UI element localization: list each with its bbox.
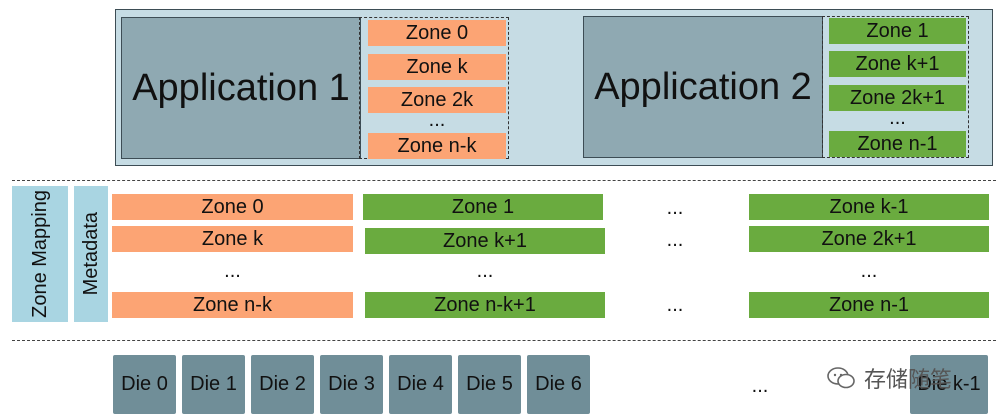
die-label: Die k-1 (917, 373, 981, 395)
app2-zone: Zone n-1 (829, 131, 966, 157)
watermark-text: 存储随笔 (864, 367, 953, 392)
die-label: Die 5 (466, 373, 513, 395)
mapping-zone-label: Zone 2k+1 (821, 227, 917, 250)
app2-zone: Zone k+1 (829, 51, 966, 77)
mapping-zone-label: Zone 0 (201, 195, 264, 218)
mapping-zone-bar: Zone n-k+1 (365, 292, 605, 318)
application-2-zone-group (822, 16, 969, 158)
mapping-ellipsis: ... (112, 259, 353, 283)
mapping-ellipsis-label: ... (224, 259, 241, 282)
mapping-zone-bar: Zone k (112, 226, 353, 252)
separator-line (12, 340, 996, 341)
mapping-zone-label: Zone k-1 (829, 195, 909, 218)
zone-mapping-label: Zone Mapping (29, 190, 51, 318)
mapping-ellipsis: ... (365, 259, 605, 283)
app1-zone-label: Zone 0 (405, 21, 469, 44)
mapping-zone-label: Zone n-1 (828, 293, 910, 316)
die-box: Die 4 (389, 355, 452, 414)
application-1-box: Application 1 (121, 17, 361, 159)
mapping-zone-bar: Zone n-1 (749, 292, 989, 318)
mapping-ellipsis: ... (640, 228, 710, 252)
watermark: 存储随笔 (826, 363, 982, 393)
mapping-zone-bar: Zone k+1 (365, 228, 605, 254)
mapping-zone-label: Zone 1 (451, 195, 515, 218)
app1-zone: Zone 2k (368, 87, 506, 113)
mapping-zone-bar: Zone 2k+1 (749, 226, 989, 252)
die-label: Die 4 (397, 373, 444, 395)
mapping-zone-label: Zone k+1 (443, 229, 527, 252)
app2-zone-ellipsis: ... (829, 106, 966, 130)
wechat-icon (827, 367, 855, 389)
app1-zone: Zone n-k (368, 133, 506, 159)
app2-zone: Zone 2k+1 (829, 85, 966, 111)
application-2-box: Application 2 (583, 16, 823, 158)
mapping-zone-bar: Zone 1 (363, 194, 603, 220)
mapping-ellipsis-label: ... (666, 293, 684, 316)
die-box: Die 1 (182, 355, 245, 414)
mapping-zone-bar: Zone 0 (112, 194, 353, 220)
app2-zone-label: Zone n-1 (857, 132, 938, 155)
die-box: Die 5 (458, 355, 521, 414)
mapping-ellipsis-label: ... (666, 228, 684, 251)
mapping-ellipsis-label: ... (476, 259, 494, 282)
separator-line (12, 180, 996, 181)
app2-zone-label: Zone k+1 (855, 52, 940, 75)
mapping-ellipsis: ... (749, 259, 989, 283)
application-1-title: Application 1 (132, 66, 350, 109)
zone-mapping-label-box: Zone Mapping (12, 186, 68, 322)
die-ellipsis: ... (730, 374, 790, 398)
app1-zone-ellipsis: ... (368, 108, 506, 132)
metadata-label-box: Metadata (74, 186, 108, 322)
die-box: Die 3 (320, 355, 383, 414)
die-ellipsis-label: ... (751, 374, 769, 397)
mapping-ellipsis: ... (640, 293, 710, 317)
die-box: Die 6 (527, 355, 590, 414)
die-label: Die 1 (190, 373, 237, 395)
mapping-zone-bar: Zone n-k (112, 292, 353, 318)
die-box: Die k-1 (910, 355, 988, 414)
die-label: Die 2 (259, 373, 306, 395)
app1-zone-label: Zone k (406, 55, 468, 78)
app2-zone-label: Zone 1 (866, 19, 929, 42)
die-label: Die 6 (535, 373, 582, 395)
mapping-ellipsis-label: ... (666, 196, 684, 219)
app2-zone: Zone 1 (829, 18, 966, 44)
app1-zone-label: Zone 2k (400, 88, 474, 111)
app1-zone-label: Zone n-k (397, 134, 477, 157)
die-label: Die 3 (328, 373, 375, 395)
app1-zone: Zone k (368, 54, 506, 80)
app2-zone-label: Zone 2k+1 (849, 86, 946, 109)
mapping-zone-label: Zone n-k+1 (434, 293, 536, 316)
mapping-ellipsis-label: ... (860, 259, 878, 282)
mapping-zone-label: Zone n-k (193, 293, 272, 316)
mapping-zone-label: Zone k (201, 227, 264, 250)
application-2-title: Application 2 (594, 65, 812, 108)
metadata-label: Metadata (80, 212, 102, 296)
mapping-ellipsis: ... (640, 196, 710, 220)
die-box: Die 2 (251, 355, 314, 414)
die-box: Die 0 (113, 355, 176, 414)
die-label: Die 0 (121, 373, 168, 395)
app2-ellipsis-label: ... (889, 106, 906, 129)
app1-ellipsis-label: ... (428, 108, 446, 131)
app1-zone: Zone 0 (368, 20, 506, 46)
mapping-zone-bar: Zone k-1 (749, 194, 989, 220)
